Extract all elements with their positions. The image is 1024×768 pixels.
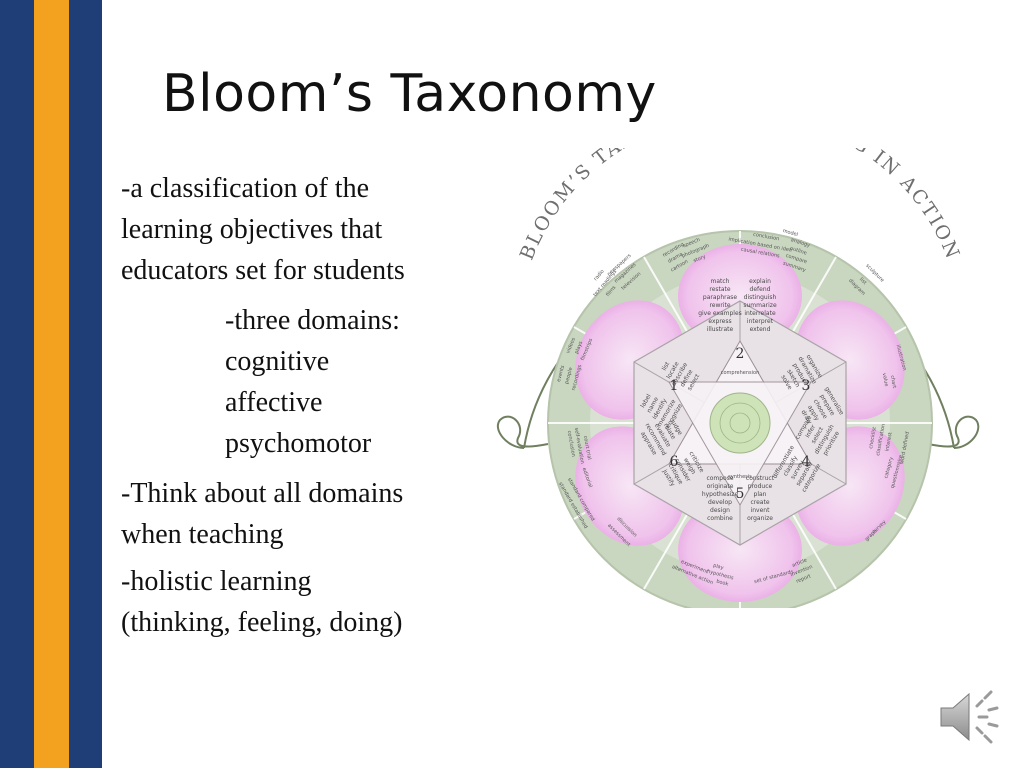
level-number-2: 2 (736, 346, 745, 362)
text-line: cognitive (225, 346, 330, 377)
petal-verb: illustrate (707, 326, 734, 333)
text-line: -a classification of the (121, 173, 370, 204)
petal-verb: hypothesize (702, 491, 739, 498)
text-line: psychomotor (225, 428, 372, 459)
ring-word: article (791, 557, 808, 568)
petal-verb: create (750, 499, 769, 506)
left-stripe-blue-inner (69, 0, 102, 768)
ring-word: book (716, 579, 729, 588)
text-line: -holistic learning (121, 566, 312, 597)
ring-word: list (858, 277, 867, 286)
center-label-synthesis: synthesis (728, 474, 752, 480)
ring-word: chart (889, 375, 897, 389)
text-line: -Think about all domains (121, 478, 404, 509)
petal-verb: develop (708, 499, 732, 506)
petal-verb: distinguish (744, 294, 777, 301)
level-number-3: 3 (802, 378, 811, 394)
petal-verb: restate (709, 286, 731, 293)
petal-verb: interpret (747, 318, 774, 325)
left-stripe-orange (34, 0, 69, 768)
ring-word: conclusion (753, 232, 780, 243)
level-number-5: 5 (736, 486, 745, 502)
ring-word: report (795, 573, 811, 584)
petal-verb: combine (707, 515, 733, 522)
petal-verb: invent (751, 507, 771, 514)
petal-verb: summarize (743, 302, 777, 309)
ring-word: model (782, 228, 799, 238)
ring-word: conclusion (566, 430, 577, 457)
ring-word: events (556, 364, 566, 382)
ring-word: videos (565, 337, 577, 355)
ring-word: value (881, 373, 889, 388)
ring-word: checklist (868, 426, 878, 449)
ring-word: analogy (790, 237, 811, 249)
blooms-taxonomy-diagram: BLOOM’S TAXONOMY - LEARNING IN ACTION (497, 148, 980, 608)
level-number-4: 4 (802, 454, 811, 470)
text-line: when teaching (121, 519, 284, 550)
ring-word: play (712, 563, 724, 572)
text-line: -three domains: (225, 305, 400, 336)
domains-paragraph: -three domains: cognitive affective psyc… (225, 300, 400, 464)
text-line: learning objectives that (121, 214, 383, 245)
decorative-curl-left (497, 415, 549, 449)
ring-word: story (693, 254, 707, 264)
center-label-comprehension: comprehension (721, 370, 760, 376)
definition-paragraph: -a classification of the learning object… (121, 168, 405, 291)
center-web (709, 392, 771, 454)
holistic-paragraph: -holistic learning (thinking, feeling, d… (121, 561, 403, 643)
ring-word: interest (884, 432, 893, 452)
text-line: (thinking, feeling, doing) (121, 607, 403, 638)
petal-verb: match (711, 278, 730, 285)
petal-verb: explain (749, 278, 771, 285)
petal-verb: interrelate (744, 310, 776, 317)
ring-word: outline (789, 246, 807, 257)
petal-verb: list (661, 360, 672, 372)
ring-word: plays (574, 340, 585, 355)
petal-verb: defend (750, 286, 771, 293)
petal-verb: paraphrase (703, 294, 738, 301)
petal-verb: originate (707, 483, 734, 490)
petal-verb: extend (750, 326, 771, 333)
petal-verb: produce (748, 483, 773, 490)
ring-word: people (564, 367, 574, 385)
ring-word: category (883, 456, 895, 479)
level-number-1: 1 (670, 378, 679, 394)
text-line: educators set for students (121, 255, 405, 286)
left-stripe-blue (0, 0, 34, 768)
petal-verb: give examples (698, 310, 742, 317)
petal-verb: express (708, 318, 731, 325)
text-line: affective (225, 387, 323, 418)
slide-title: Bloom’s Taxonomy (162, 64, 657, 124)
petal-verb: plan (754, 491, 767, 498)
decorative-curl-right (927, 415, 980, 449)
petal-verb: design (710, 507, 730, 514)
petal-verb: organize (747, 515, 773, 522)
level-number-6: 6 (670, 454, 679, 470)
ring-word: court trial (582, 435, 592, 460)
petal-verb: rewrite (709, 302, 730, 309)
ring-word: word defined (899, 431, 911, 464)
ring-word: classification (875, 423, 887, 456)
think-paragraph: -Think about all domains when teaching (121, 473, 403, 555)
petal-verb: construct (746, 475, 775, 482)
petal-verb: compose (706, 475, 733, 482)
speaker-icon[interactable] (935, 684, 1005, 750)
